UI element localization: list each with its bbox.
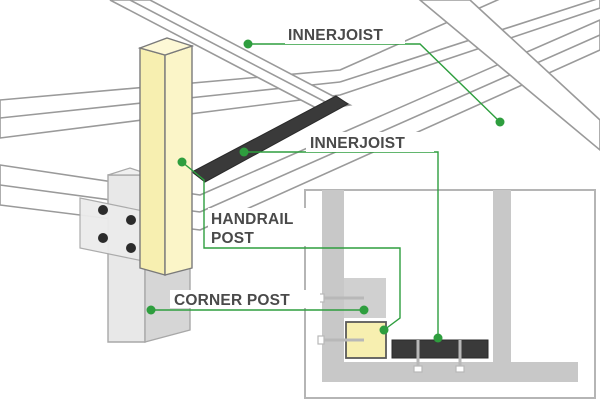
label-handrail-line1: HANDRAIL bbox=[211, 211, 294, 228]
inset-bolts bbox=[322, 296, 462, 370]
inset-left-column bbox=[322, 190, 344, 365]
inset-bolt-head bbox=[413, 365, 423, 373]
rail-edge-lines bbox=[0, 0, 600, 213]
back-joist bbox=[109, 0, 353, 111]
bolt bbox=[98, 233, 108, 243]
label-bg bbox=[170, 290, 320, 308]
inset-bolt-head bbox=[317, 335, 325, 345]
inset-right-column bbox=[493, 190, 511, 365]
joist-edge bbox=[129, 0, 336, 108]
leader-dot bbox=[177, 157, 187, 167]
handrail-post-front bbox=[139, 47, 166, 276]
leader-dot bbox=[146, 305, 156, 315]
bolt bbox=[98, 205, 108, 215]
right-joist bbox=[418, 0, 600, 152]
inner-joist-dark bbox=[191, 95, 349, 183]
inset-bolt-head bbox=[455, 365, 465, 373]
label-bg bbox=[208, 208, 316, 246]
bolt bbox=[126, 215, 136, 225]
leader-dots bbox=[146, 39, 505, 343]
leader-dot bbox=[433, 333, 443, 343]
label-inner-joist-top: INNERJOIST bbox=[288, 27, 383, 44]
leader-dot bbox=[243, 39, 253, 49]
label-bg bbox=[306, 132, 434, 152]
leader-dot bbox=[359, 305, 369, 315]
inset-bottom-beam bbox=[322, 362, 578, 382]
handrail-post-top bbox=[137, 37, 195, 56]
inset-joist-section bbox=[391, 339, 489, 359]
leader-dot bbox=[239, 147, 249, 157]
labels: INNERJOIST INNERJOIST HANDRAIL POST CORN… bbox=[170, 24, 434, 309]
leader-dot bbox=[495, 117, 505, 127]
leader-dot bbox=[379, 325, 389, 335]
label-corner-post: CORNER POST bbox=[174, 292, 290, 309]
label-bg bbox=[285, 24, 405, 44]
label-handrail-line2: POST bbox=[211, 230, 254, 247]
handrail-post bbox=[137, 37, 195, 276]
bolts bbox=[98, 205, 136, 253]
near-rail-beam bbox=[0, 19, 600, 231]
label-inner-joist-mid: INNERJOIST bbox=[310, 135, 405, 152]
leader-handrail-post bbox=[181, 161, 401, 331]
detail-inset bbox=[304, 189, 596, 399]
bolt bbox=[126, 243, 136, 253]
